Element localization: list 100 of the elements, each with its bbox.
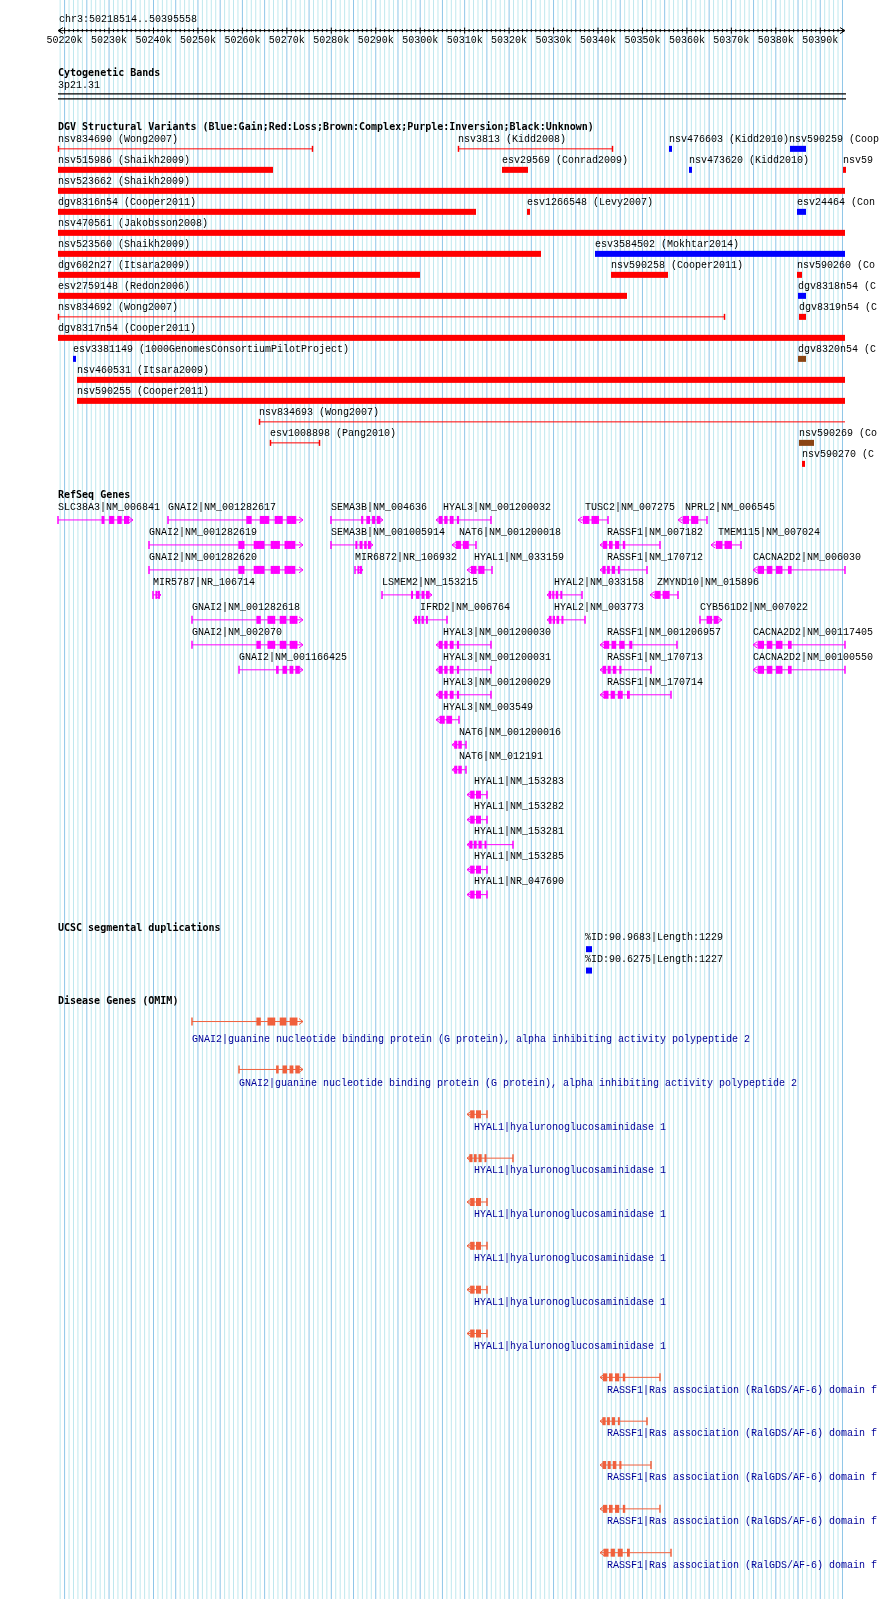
- gene-label: LSMEM2|NM_153215: [382, 576, 478, 589]
- gene-label: RASSF1|NM_170713: [607, 651, 703, 664]
- disease-gene-label: RASSF1|Ras association (RalGDS/AF-6) domain f: [607, 1428, 878, 1441]
- disease-gene-label: GNAI2|guanine nucleotide binding protein (G protein), alpha inhibiting activity polypeptide 2: [192, 1033, 751, 1046]
- tick-label: 50390k: [802, 34, 839, 47]
- gene-label: GNAI2|NM_001282618: [192, 601, 301, 614]
- disease-gene-label: HYAL1|hyaluronoglucosaminidase 1: [474, 1253, 667, 1266]
- gene-label: HYAL3|NM_001200030: [443, 626, 552, 639]
- coordinate-label: chr3:50218514..50395558: [59, 14, 198, 27]
- gene-label: HYAL1|NM_033159: [474, 551, 564, 564]
- gene-label: RASSF1|NM_007182: [607, 526, 703, 539]
- tick-label: 50250k: [179, 34, 216, 47]
- band-label: 3p21.31: [58, 79, 100, 92]
- variant-label: esv1266548 (Levy2007): [527, 196, 654, 209]
- gene-label: GNAI2|NM_002070: [192, 626, 282, 639]
- duplication-label: %ID:90.9683|Length:1229: [585, 931, 724, 944]
- variant-label: nsv834690 (Wong2007): [58, 133, 179, 146]
- variant-label: nsv834692 (Wong2007): [58, 301, 179, 314]
- disease-gene-label: HYAL1|hyaluronoglucosaminidase 1: [474, 1121, 667, 1134]
- tick-label: 50230k: [91, 34, 128, 47]
- track-title: DGV Structural Variants (Blue:Gain;Red:Loss;Brown:Complex;Purple:Inversion;Black:Unknown): [58, 121, 594, 134]
- gene-label: CACNA2D2|NM_00100550: [753, 651, 874, 664]
- variant-label: nsv590258 (Cooper2011): [611, 259, 744, 272]
- disease-gene-label: GNAI2|guanine nucleotide binding protein (G protein), alpha inhibiting activity polypeptide 2: [239, 1077, 798, 1090]
- variant-label: nsv523662 (Shaikh2009): [58, 175, 191, 188]
- gene-label: ZMYND10|NM_015896: [657, 576, 760, 589]
- gene-label: MIR5787|NR_106714: [153, 576, 256, 589]
- gene-label: HYAL1|NR_047690: [474, 876, 564, 889]
- tick-label: 50380k: [757, 34, 794, 47]
- duplication-label: %ID:90.6275|Length:1227: [585, 954, 724, 967]
- gene-label: MIR6872|NR_106932: [355, 551, 458, 564]
- gene-label: HYAL3|NM_003549: [443, 701, 533, 714]
- gene-label: TUSC2|NM_007275: [585, 501, 675, 514]
- tick-label: 50370k: [713, 34, 750, 47]
- gene-label: GNAI2|NM_001282620: [149, 551, 258, 564]
- tick-label: 50310k: [446, 34, 483, 47]
- gene-label: HYAL1|NM_153281: [474, 826, 564, 839]
- gene-label: SEMA3B|NM_001005914: [331, 526, 446, 539]
- variant-label: esv29569 (Conrad2009): [502, 154, 629, 167]
- variant-label: dgv8317n54 (Cooper2011): [58, 322, 197, 335]
- variant-label: nsv460531 (Itsara2009): [77, 364, 210, 377]
- variant-label: esv3584502 (Mokhtar2014): [595, 238, 740, 251]
- variant-label: nsv590259 (Coop: [789, 133, 879, 146]
- variant-label: nsv834693 (Wong2007): [259, 406, 380, 419]
- disease-gene-label: RASSF1|Ras association (RalGDS/AF-6) domain f: [607, 1516, 878, 1529]
- gene-label: HYAL2|NM_033158: [554, 576, 644, 589]
- gene-label: NAT6|NM_012191: [459, 751, 543, 764]
- gene-label: GNAI2|NM_001166425: [239, 651, 348, 664]
- gene-label: HYAL3|NM_001200031: [443, 651, 552, 664]
- gene-label: GNAI2|NM_001282617: [168, 501, 277, 514]
- variant-label: nsv59: [843, 154, 873, 167]
- gene-label: IFRD2|NM_006764: [420, 601, 510, 614]
- tick-label: 50260k: [224, 34, 261, 47]
- variant-label: dgv8319n54 (C: [799, 301, 877, 314]
- variant-label: nsv470561 (Jakobsson2008): [58, 217, 209, 230]
- tick-label: 50350k: [624, 34, 661, 47]
- gene-label: TMEM115|NM_007024: [718, 526, 821, 539]
- gene-label: SLC38A3|NM_006841: [58, 501, 161, 514]
- disease-gene-label: RASSF1|Ras association (RalGDS/AF-6) domain f: [607, 1559, 878, 1572]
- gene-label: NAT6|NM_001200018: [459, 526, 562, 539]
- gene-label: GNAI2|NM_001282619: [149, 526, 258, 539]
- gene-label: HYAL3|NM_001200032: [443, 501, 552, 514]
- gene-label: RASSF1|NM_170712: [607, 551, 703, 564]
- variant-label: esv1008898 (Pang2010): [270, 427, 397, 440]
- gene-label: CYB561D2|NM_007022: [700, 601, 809, 614]
- gene-label: SEMA3B|NM_004636: [331, 501, 427, 514]
- variant-label: nsv590255 (Cooper2011): [77, 385, 210, 398]
- variant-label: nsv590270 (C: [802, 448, 874, 461]
- tick-label: 50320k: [491, 34, 528, 47]
- gene-label: NAT6|NM_001200016: [459, 726, 562, 739]
- disease-gene-label: HYAL1|hyaluronoglucosaminidase 1: [474, 1165, 667, 1178]
- variant-label: nsv590260 (Co: [797, 259, 875, 272]
- variant-label: nsv523560 (Shaikh2009): [58, 238, 191, 251]
- gene-label: HYAL1|NM_153285: [474, 851, 564, 864]
- track-title: Cytogenetic Bands: [58, 67, 161, 80]
- tick-label: 50290k: [357, 34, 394, 47]
- variant-label: dgv8316n54 (Cooper2011): [58, 196, 197, 209]
- tick-label: 50270k: [268, 34, 305, 47]
- gene-label: HYAL1|NM_153282: [474, 801, 564, 814]
- track-title: Disease Genes (OMIM): [58, 995, 179, 1008]
- tick-label: 50220k: [46, 34, 83, 47]
- disease-gene-label: HYAL1|hyaluronoglucosaminidase 1: [474, 1340, 667, 1353]
- gene-label: HYAL2|NM_003773: [554, 601, 644, 614]
- gene-label: RASSF1|NM_001206957: [607, 626, 722, 639]
- tick-label: 50240k: [135, 34, 172, 47]
- gene-label: CACNA2D2|NM_00117405: [753, 626, 874, 639]
- gene-label: HYAL1|NM_153283: [474, 776, 564, 789]
- tick-label: 50330k: [535, 34, 572, 47]
- disease-gene-label: RASSF1|Ras association (RalGDS/AF-6) domain f: [607, 1384, 878, 1397]
- tick-label: 50360k: [668, 34, 705, 47]
- variant-label: nsv590269 (Co: [799, 427, 877, 440]
- variant-label: esv3381149 (1000GenomesConsortiumPilotProject): [73, 343, 350, 356]
- variant-label: esv2759148 (Redon2006): [58, 280, 191, 293]
- variant-label: nsv515986 (Shaikh2009): [58, 154, 191, 167]
- track-title: RefSeq Genes: [58, 489, 131, 502]
- variant-label: nsv3813 (Kidd2008): [458, 133, 567, 146]
- tick-label: 50340k: [580, 34, 616, 47]
- variant-label: nsv473620 (Kidd2010): [689, 154, 810, 167]
- disease-gene-label: RASSF1|Ras association (RalGDS/AF-6) domain f: [607, 1472, 878, 1485]
- disease-gene-label: HYAL1|hyaluronoglucosaminidase 1: [474, 1209, 667, 1222]
